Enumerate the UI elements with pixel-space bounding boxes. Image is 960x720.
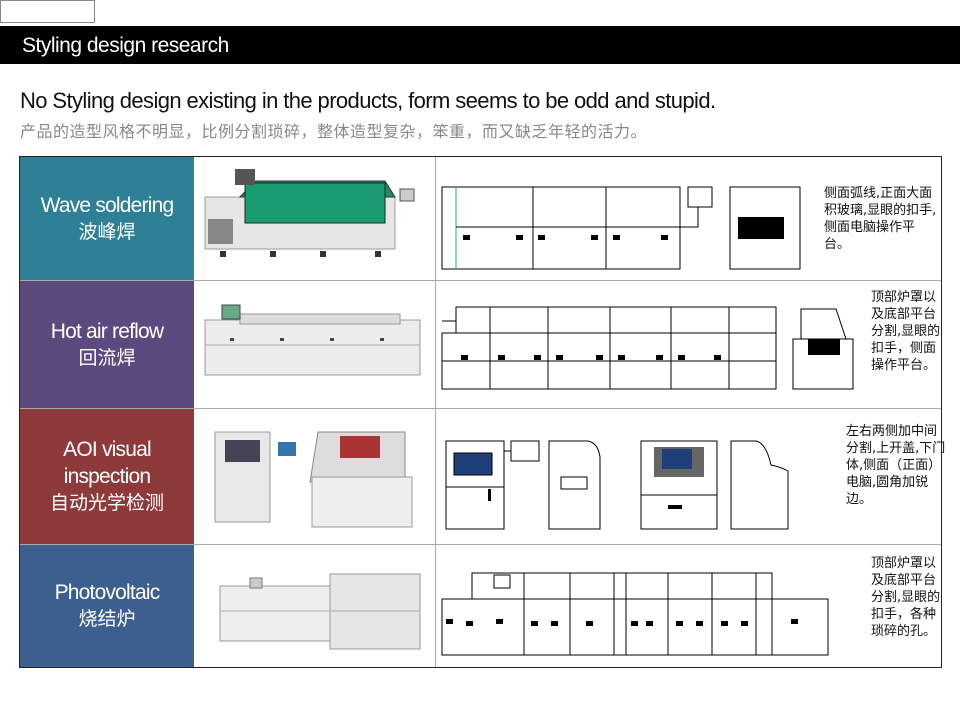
subline-cn: 产品的造型风格不明显，比例分割琐碎，整体造型复杂，笨重，而又缺乏年轻的活力。 xyxy=(20,122,648,141)
label-cn: 烧结炉 xyxy=(78,608,136,630)
research-table: Wave soldering 波峰焊 xyxy=(19,156,945,668)
product-photo-wave-soldering xyxy=(194,157,436,280)
row-label: Hot air reflow 回流焊 xyxy=(20,281,194,408)
label-cn: 自动光学检测 xyxy=(49,492,164,514)
table-row-photovoltaic: Photovoltaic 烧结炉 顶部炉罩以及底部平台分割,显眼的 xyxy=(20,545,941,667)
note-wave-soldering: 侧面弧线,正面大面积玻璃,显眼的扣手,侧面电脑操作平台。 xyxy=(824,186,937,252)
table-row-hot-air-reflow: Hot air reflow 回流焊 xyxy=(20,281,941,409)
row-label: Wave soldering 波峰焊 xyxy=(20,157,194,280)
label-en: Wave soldering xyxy=(40,193,175,217)
label-cn: 波峰焊 xyxy=(78,220,136,243)
page-title: Styling design research xyxy=(0,26,960,64)
sketch-wave-soldering: 侧面弧线,正面大面积玻璃,显眼的扣手,侧面电脑操作平台。 xyxy=(436,157,941,280)
note-aoi: 左右两侧加中间分割,上开盖,下门体,侧面（正面）电脑,圆角加锐边。 xyxy=(846,424,946,507)
row-label: Photovoltaic 烧结炉 xyxy=(20,545,194,667)
note-photovoltaic: 顶部炉罩以及底部平台分割,显眼的扣手，各种琐碎的孔。 xyxy=(871,556,941,639)
label-cn: 回流焊 xyxy=(78,346,136,369)
row-label: AOI visual inspection 自动光学检测 xyxy=(20,409,194,544)
sketch-hot-air-reflow: 顶部炉罩以及底部平台分割,显眼的扣手，侧面操作平台。 xyxy=(436,281,941,408)
table-row-wave-soldering: Wave soldering 波峰焊 xyxy=(20,157,941,281)
table-row-aoi-visual-inspection: AOI visual inspection 自动光学检测 xyxy=(20,409,945,545)
product-photo-photovoltaic xyxy=(194,545,436,667)
sketch-photovoltaic: 顶部炉罩以及底部平台分割,显眼的扣手，各种琐碎的孔。 xyxy=(436,545,941,667)
label-en: Hot air reflow xyxy=(50,319,164,343)
product-photo-hot-air-reflow xyxy=(194,281,436,408)
product-photo-aoi xyxy=(194,409,436,544)
label-en: AOI visual inspection xyxy=(63,438,152,488)
blank-box xyxy=(0,0,95,23)
headline: No Styling design existing in the produc… xyxy=(20,88,716,113)
label-en: Photovoltaic xyxy=(54,581,161,604)
sketch-aoi: 左右两侧加中间分割,上开盖,下门体,侧面（正面）电脑,圆角加锐边。 xyxy=(436,409,945,544)
note-hot-air-reflow: 顶部炉罩以及底部平台分割,显眼的扣手，侧面操作平台。 xyxy=(871,290,941,373)
